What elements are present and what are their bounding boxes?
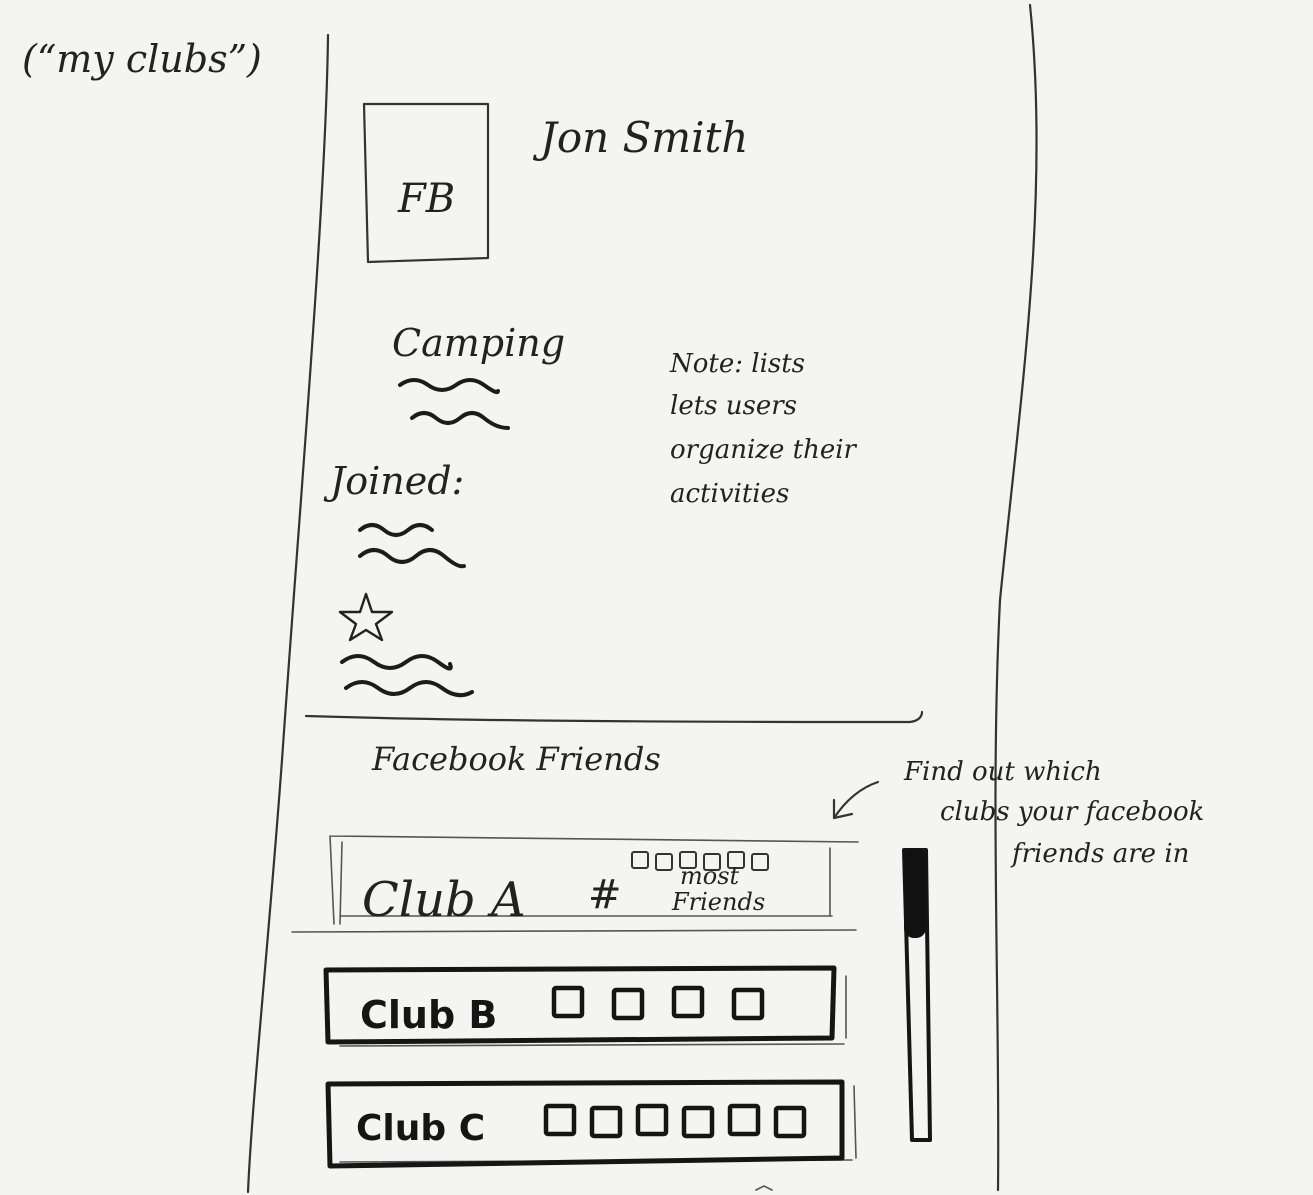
friend-avatar[interactable] [679,851,697,869]
club-name: Club A [362,872,526,928]
list-item[interactable] [340,654,453,671]
star-icon[interactable] [338,592,394,642]
club-row-shadow [339,975,847,1047]
section-title-facebook-friends: Facebook Friends [371,740,661,778]
friend-avatars [543,1103,807,1139]
note-line: clubs your facebook [940,797,1204,827]
friend-avatar[interactable] [543,1103,577,1137]
profile-photo-label: FB [397,176,455,222]
scrollbar[interactable] [902,848,932,1142]
friend-avatars [551,985,765,1021]
friend-avatar[interactable] [589,1105,623,1139]
friend-avatars [631,851,769,871]
club-name: Club C [356,1108,485,1149]
club-row-club-c[interactable]: Club C [325,1079,857,1169]
lists-note: Note: lists lets users organize their ac… [669,349,858,509]
most-friends-marker: # [588,872,622,918]
list-item[interactable] [398,378,500,395]
friend-avatar[interactable] [655,853,673,871]
profile-photo[interactable]: FB [362,102,490,264]
arrow-icon [832,780,880,820]
section-divider [304,710,924,724]
friend-avatar[interactable] [727,1103,761,1137]
most-friends-caption: Friends [671,888,765,916]
scrollbar-thumb[interactable] [904,848,926,938]
list-item[interactable] [410,411,510,430]
screen-label: (“my clubs”) [22,37,262,81]
club-row-club-b[interactable]: Club B [323,965,847,1047]
friends-note: Find out which clubs your facebook frien… [903,757,1204,869]
phone-frame-left-edge [246,33,330,1194]
note-line: organize their [670,435,858,465]
most-friends-caption: most [680,862,740,890]
club-row-frame [329,835,859,925]
note-line: activities [670,479,789,509]
friend-avatar[interactable] [751,853,769,871]
friend-avatar[interactable] [681,1105,715,1139]
profile-name: Jon Smith [532,113,748,162]
list-item[interactable] [358,523,434,537]
club-row-frame [323,965,837,1045]
note-line: lets users [670,391,797,421]
list-item[interactable] [358,548,466,569]
list-title-joined[interactable]: Joined: [323,459,464,503]
friend-avatar[interactable] [773,1105,807,1139]
note-line: Find out which [903,757,1102,787]
note-line: friends are in [1010,839,1189,869]
friend-avatar[interactable] [551,985,585,1019]
club-row-frame [325,1079,845,1169]
scroll-indicator-icon [755,1185,773,1191]
friend-avatar[interactable] [731,987,765,1021]
friend-avatar[interactable] [635,1103,669,1137]
list-item[interactable] [344,680,474,698]
friend-avatar[interactable] [671,985,705,1019]
friend-avatar[interactable] [631,851,649,869]
friend-avatar[interactable] [727,851,745,869]
friend-avatar[interactable] [703,853,721,871]
club-name: Club B [360,993,497,1037]
note-line: Note: lists [669,349,805,379]
row-divider [291,929,857,933]
phone-frame-right-edge [994,3,1038,1192]
friend-avatar[interactable] [611,987,645,1021]
list-title-camping[interactable]: Camping [392,321,565,365]
club-row-club-a[interactable]: Club A # most Friends [329,835,859,928]
